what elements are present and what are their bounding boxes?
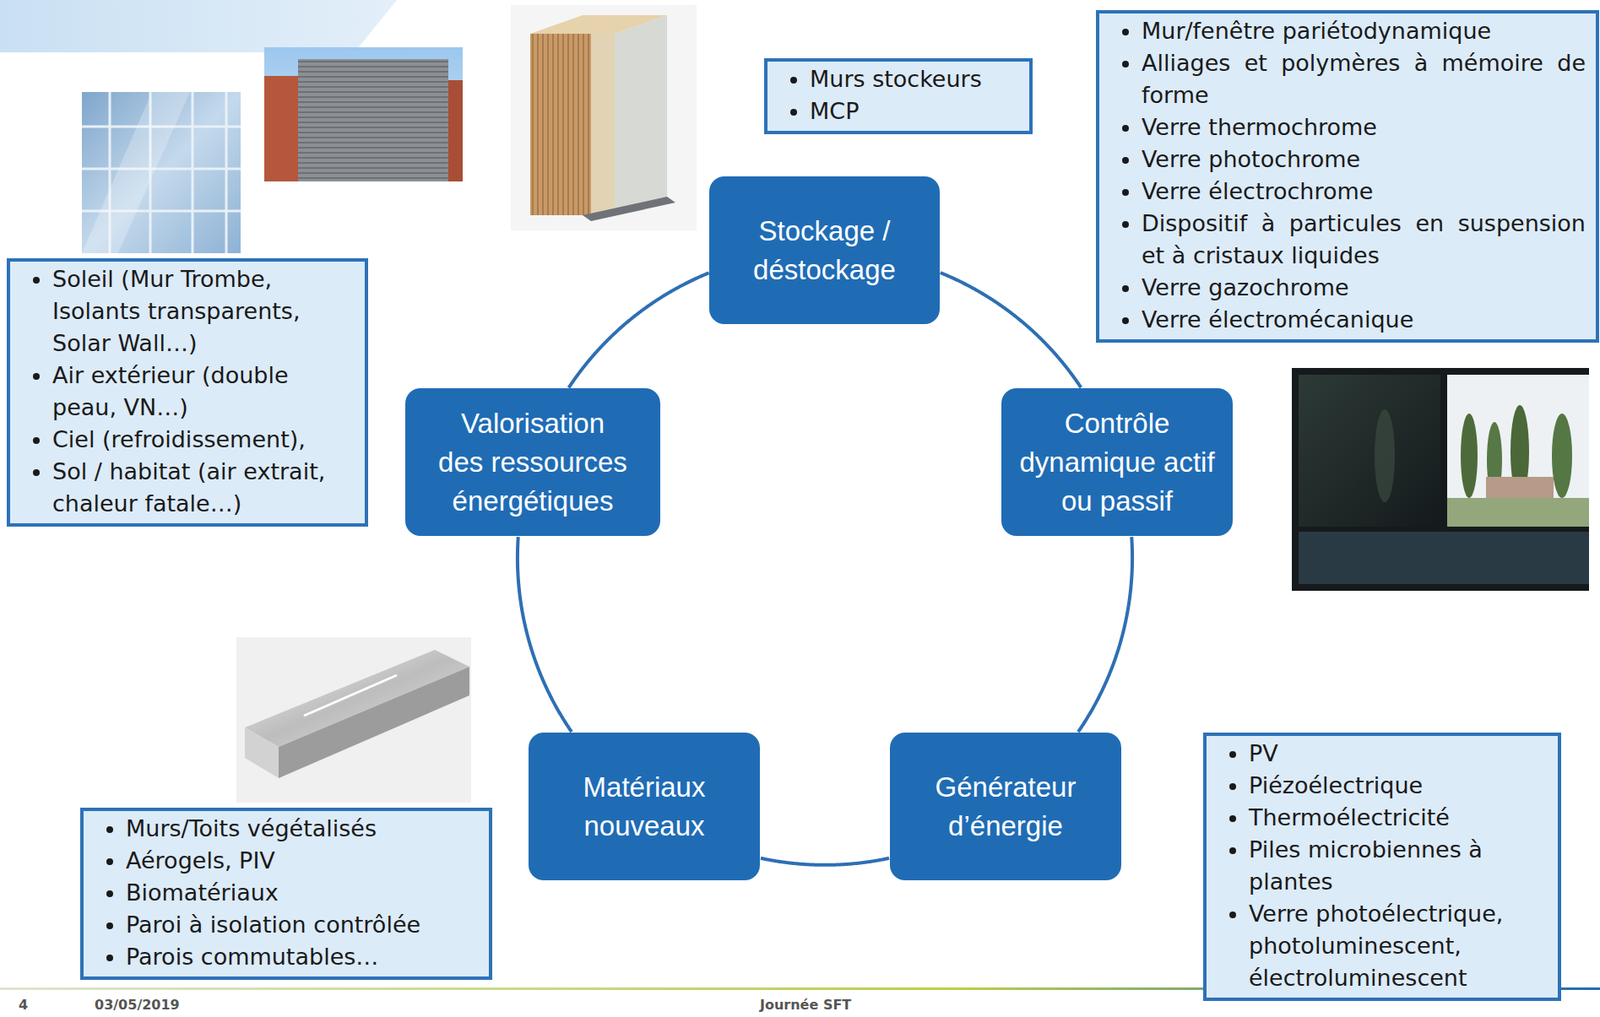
panel-side [278, 667, 470, 779]
brick-wall [448, 80, 463, 182]
theme-title: Valorisation des ressources énergétiques [434, 404, 631, 521]
bullet-item: Parois commutables… [125, 941, 479, 974]
callout-list: PVPiézoélectriqueThermoélectricitéPiles … [1203, 732, 1562, 1002]
callout-list: Mur/fenêtre pariétodynamiqueAlliages et … [1095, 10, 1600, 343]
bullet-item: Verre gazochrome [1141, 271, 1586, 304]
vacuum-panel-photo [236, 637, 472, 803]
theme-title: Contrôle dynamique actif ou passif [1016, 404, 1218, 521]
bullet-item: Murs/Toits végétalisés [125, 813, 479, 846]
bullet-item: Verre électromécanique [1141, 303, 1586, 337]
cycle-arc [569, 272, 710, 388]
cycle-arc [760, 858, 890, 866]
theme-box: Contrôle dynamique actif ou passif [1001, 388, 1233, 537]
tinted-pane [1298, 374, 1441, 527]
callout-list: Murs stockeursMCP [764, 58, 1033, 135]
photo-ground [510, 5, 697, 231]
bullet-list: Murs stockeursMCP [772, 63, 1020, 128]
bullet-item: MCP [809, 95, 1020, 128]
bullet-item: Mur/fenêtre pariétodynamique [1141, 15, 1586, 48]
metal-panel [298, 59, 449, 182]
sill [1298, 531, 1590, 585]
callout-list: Soleil (Mur Trombe, Isolants transparent… [6, 258, 369, 527]
bullet-item: Alliages et polymères à mémoire de forme [1141, 47, 1586, 112]
footer-text: 03/05/2019 [94, 997, 180, 1014]
photo-ground [81, 92, 241, 254]
bullet-item: Verre photoélectrique, photoluminescent,… [1248, 898, 1548, 995]
theme-box: Stockage / déstockage [709, 176, 940, 325]
brick-wall [264, 75, 299, 182]
bullet-item: Verre photochrome [1141, 143, 1586, 176]
bullet-item: Air extérieur (double peau, VN…) [52, 359, 355, 424]
tree [1460, 413, 1478, 499]
glass-face [614, 15, 668, 216]
storage-wall-section [510, 5, 697, 231]
theme-title: Générateur d’énergie [901, 768, 1110, 847]
panel-edge [244, 727, 279, 779]
bullet-item: Ciel (refroidissement), [52, 423, 355, 456]
wood-layer [530, 33, 615, 216]
bullet-list: Murs/Toits végétalisésAérogels, PIVBioma… [88, 813, 479, 974]
bullet-item: Verre thermochrome [1141, 111, 1586, 144]
bullet-item: Thermoélectricité [1248, 802, 1548, 835]
bullet-item: Piézoélectrique [1248, 770, 1548, 803]
frame [1291, 368, 1590, 592]
cycle-arc [940, 272, 1082, 388]
header-band [0, 0, 397, 53]
theme-box: Matériaux nouveaux [528, 732, 760, 881]
cycle-arc [1078, 536, 1133, 733]
perforated-facade-photo [264, 47, 463, 182]
tree [1551, 413, 1573, 499]
bullet-item: Piles microbiennes à plantes [1248, 834, 1548, 899]
clear-pane [1447, 374, 1590, 527]
photo-ground [236, 637, 472, 803]
bullet-item: PV [1248, 737, 1548, 771]
bullet-item: Paroi à isolation contrôlée [125, 909, 479, 942]
metal-frame [582, 196, 676, 222]
bullet-item: Aérogels, PIV [125, 845, 479, 878]
bullet-item: Biomatériaux [125, 877, 479, 910]
window-photo [1291, 368, 1590, 592]
photo-ground [264, 47, 463, 182]
insulation-layer [591, 33, 615, 216]
foil-fold [303, 675, 397, 716]
mullions [81, 92, 241, 254]
theme-title: Stockage / déstockage [721, 211, 928, 290]
theme-title: Matériaux nouveaux [540, 768, 749, 847]
theme-box: Valorisation des ressources énergétiques [405, 388, 661, 537]
tree [1374, 409, 1395, 503]
bullet-item: Sol / habitat (air extrait, chaleur fata… [52, 455, 355, 521]
glass-facade-photo [81, 92, 241, 254]
footer-text: Journée SFT [759, 997, 852, 1014]
bullet-item: Murs stockeurs [809, 63, 1020, 96]
bullet-item: Dispositif à particules en suspension et… [1141, 207, 1586, 272]
lawn [1447, 498, 1590, 527]
callout-list: Murs/Toits végétalisésAérogels, PIVBioma… [80, 808, 493, 981]
bullet-item: Soleil (Mur Trombe, Isolants transparent… [52, 263, 355, 360]
bullet-list: Soleil (Mur Trombe, Isolants transparent… [15, 263, 355, 521]
reflection [81, 92, 190, 254]
footer-text: 4 [18, 997, 28, 1014]
bullet-list: PVPiézoélectriqueThermoélectricitéPiles … [1211, 737, 1548, 995]
bullet-item: Verre électrochrome [1141, 175, 1586, 208]
bullet-list: Mur/fenêtre pariétodynamiqueAlliages et … [1104, 15, 1586, 337]
cycle-arc [517, 536, 572, 733]
theme-box: Générateur d’énergie [889, 732, 1122, 881]
